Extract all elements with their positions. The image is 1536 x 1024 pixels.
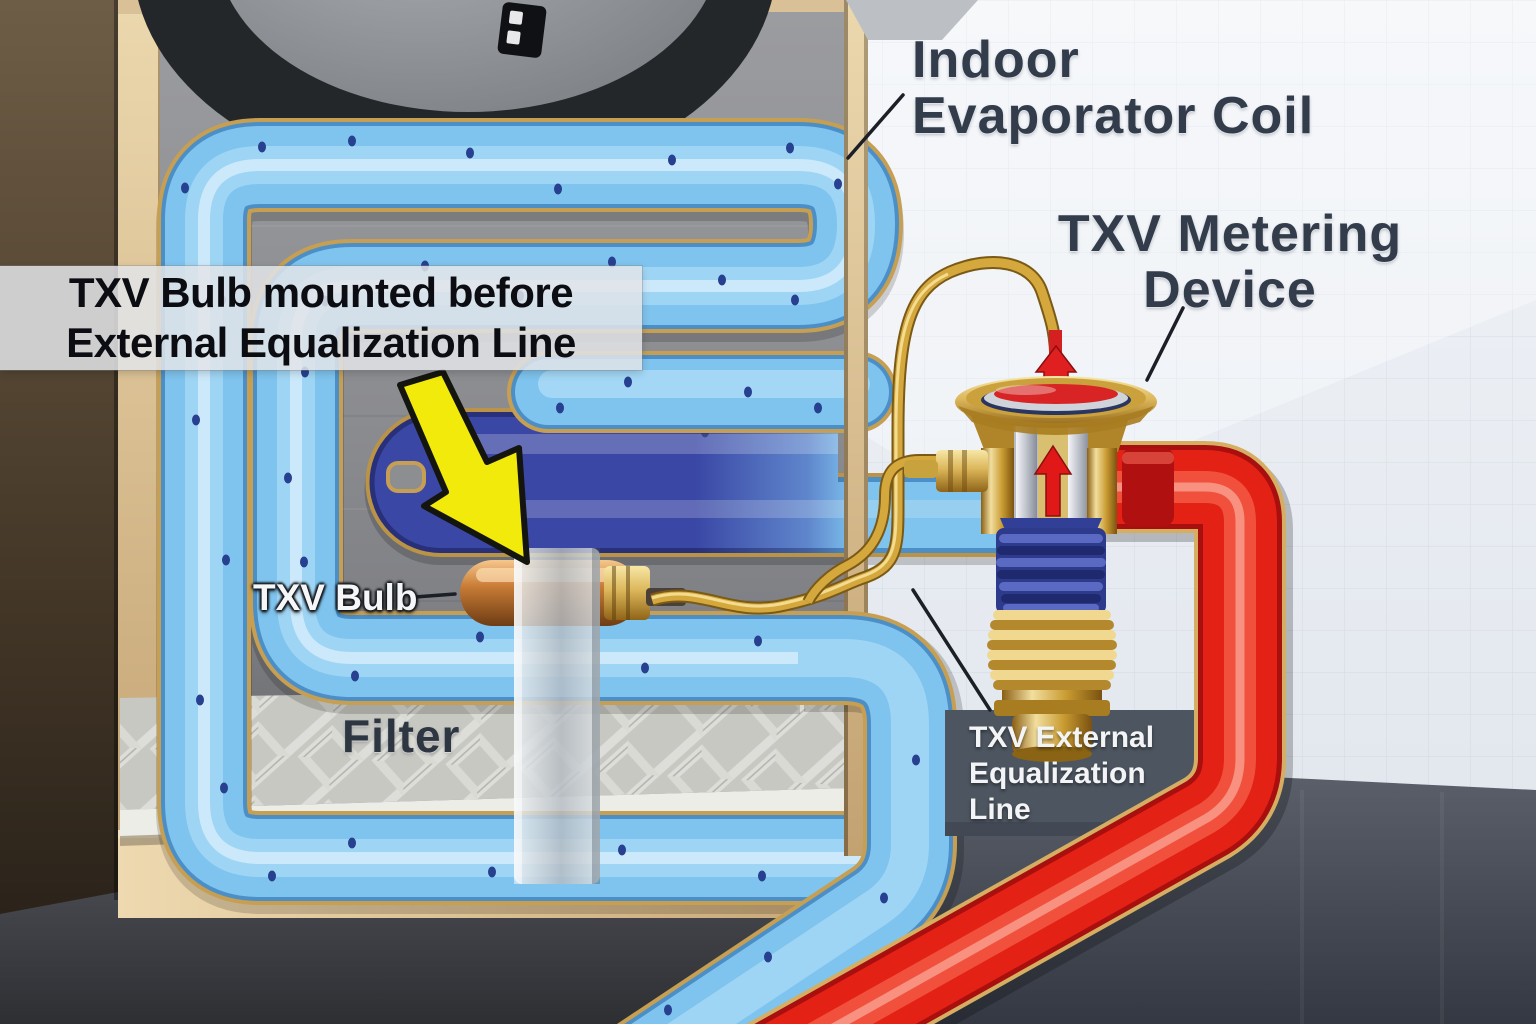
equalization-leader-line bbox=[911, 588, 992, 712]
bulb-strap bbox=[514, 548, 600, 884]
capillary-lines bbox=[650, 255, 1063, 615]
filter-slab bbox=[120, 686, 850, 846]
bulb-leader-line bbox=[413, 592, 457, 599]
valve-bottom-cap bbox=[1012, 714, 1092, 754]
yellow-down-right-arrow-icon bbox=[397, 369, 530, 565]
red-pipe-coupling bbox=[1122, 448, 1174, 526]
refrigerant-dots bbox=[181, 135, 842, 882]
u-turn-gap bbox=[386, 461, 426, 493]
coil-outlet-line bbox=[616, 611, 964, 1024]
txv-valve bbox=[904, 330, 1157, 762]
background-wall bbox=[840, 0, 1536, 820]
blower-connector bbox=[497, 2, 547, 58]
cabinet-left-panel bbox=[0, 0, 118, 914]
evaporator-row3 bbox=[507, 351, 897, 433]
txv-bulb-assembly bbox=[460, 548, 686, 884]
liquid-line bbox=[746, 441, 1293, 1024]
red-up-arrow-icon bbox=[1033, 444, 1073, 517]
txv-leader-line bbox=[1145, 306, 1185, 382]
valve-dome bbox=[955, 330, 1157, 435]
evaporator-leader-line bbox=[846, 93, 905, 160]
leader-lines bbox=[413, 93, 1185, 712]
valve-spring bbox=[996, 518, 1106, 614]
valve-threads bbox=[987, 610, 1117, 762]
cabinet-right-wall bbox=[844, 0, 978, 856]
